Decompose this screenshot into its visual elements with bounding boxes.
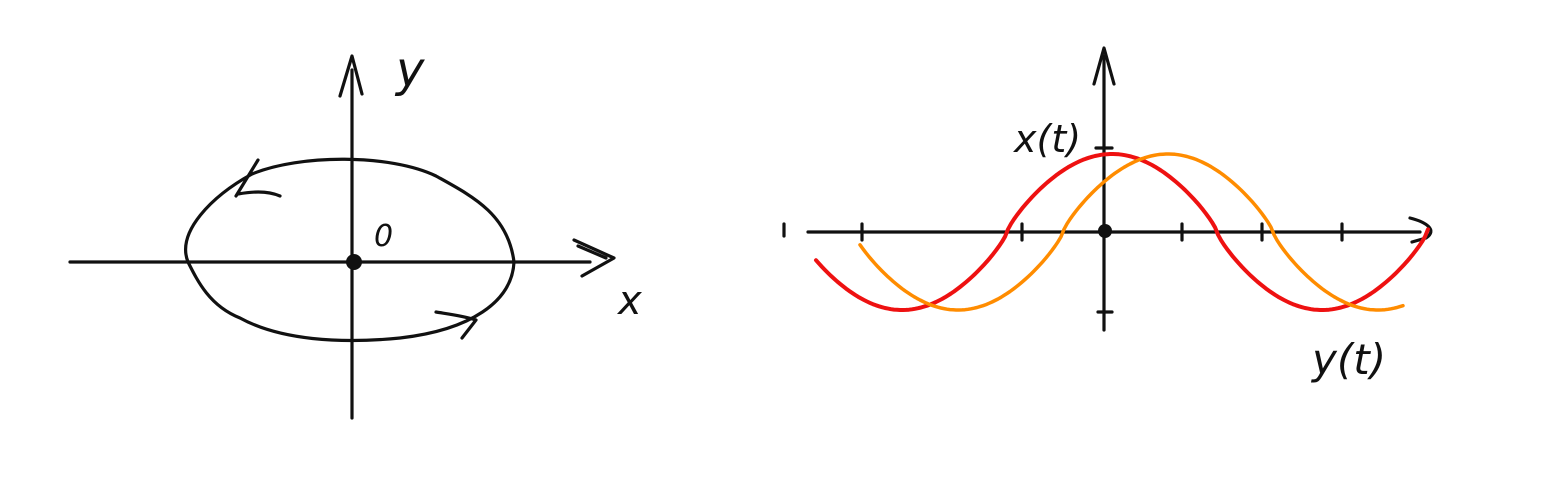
orbit-arrow-lower: [434, 310, 478, 340]
orbit-ellipse: [184, 157, 516, 343]
phase-y-arrowhead: [338, 54, 364, 98]
origin-dot: [346, 254, 362, 270]
x-of-t-curve: [814, 152, 1430, 312]
time-plot-origin-dot: [1098, 224, 1112, 238]
y-of-t-label: y(t): [1310, 335, 1386, 384]
x-of-t-label: x(t): [1013, 117, 1081, 161]
time-plot: x(t) y(t): [782, 46, 1433, 384]
orbit-arrow-upper: [234, 158, 282, 198]
phase-y-label: y: [394, 42, 425, 98]
phase-x-arrowhead: [572, 238, 616, 278]
time-plot-y-arrowhead: [1092, 46, 1116, 86]
origin-label: 0: [374, 219, 393, 254]
phase-portrait: y x 0: [68, 42, 642, 420]
y-of-t-curve: [858, 152, 1405, 312]
time-axis-ticks: [860, 222, 1344, 242]
phase-x-label: x: [616, 278, 642, 324]
